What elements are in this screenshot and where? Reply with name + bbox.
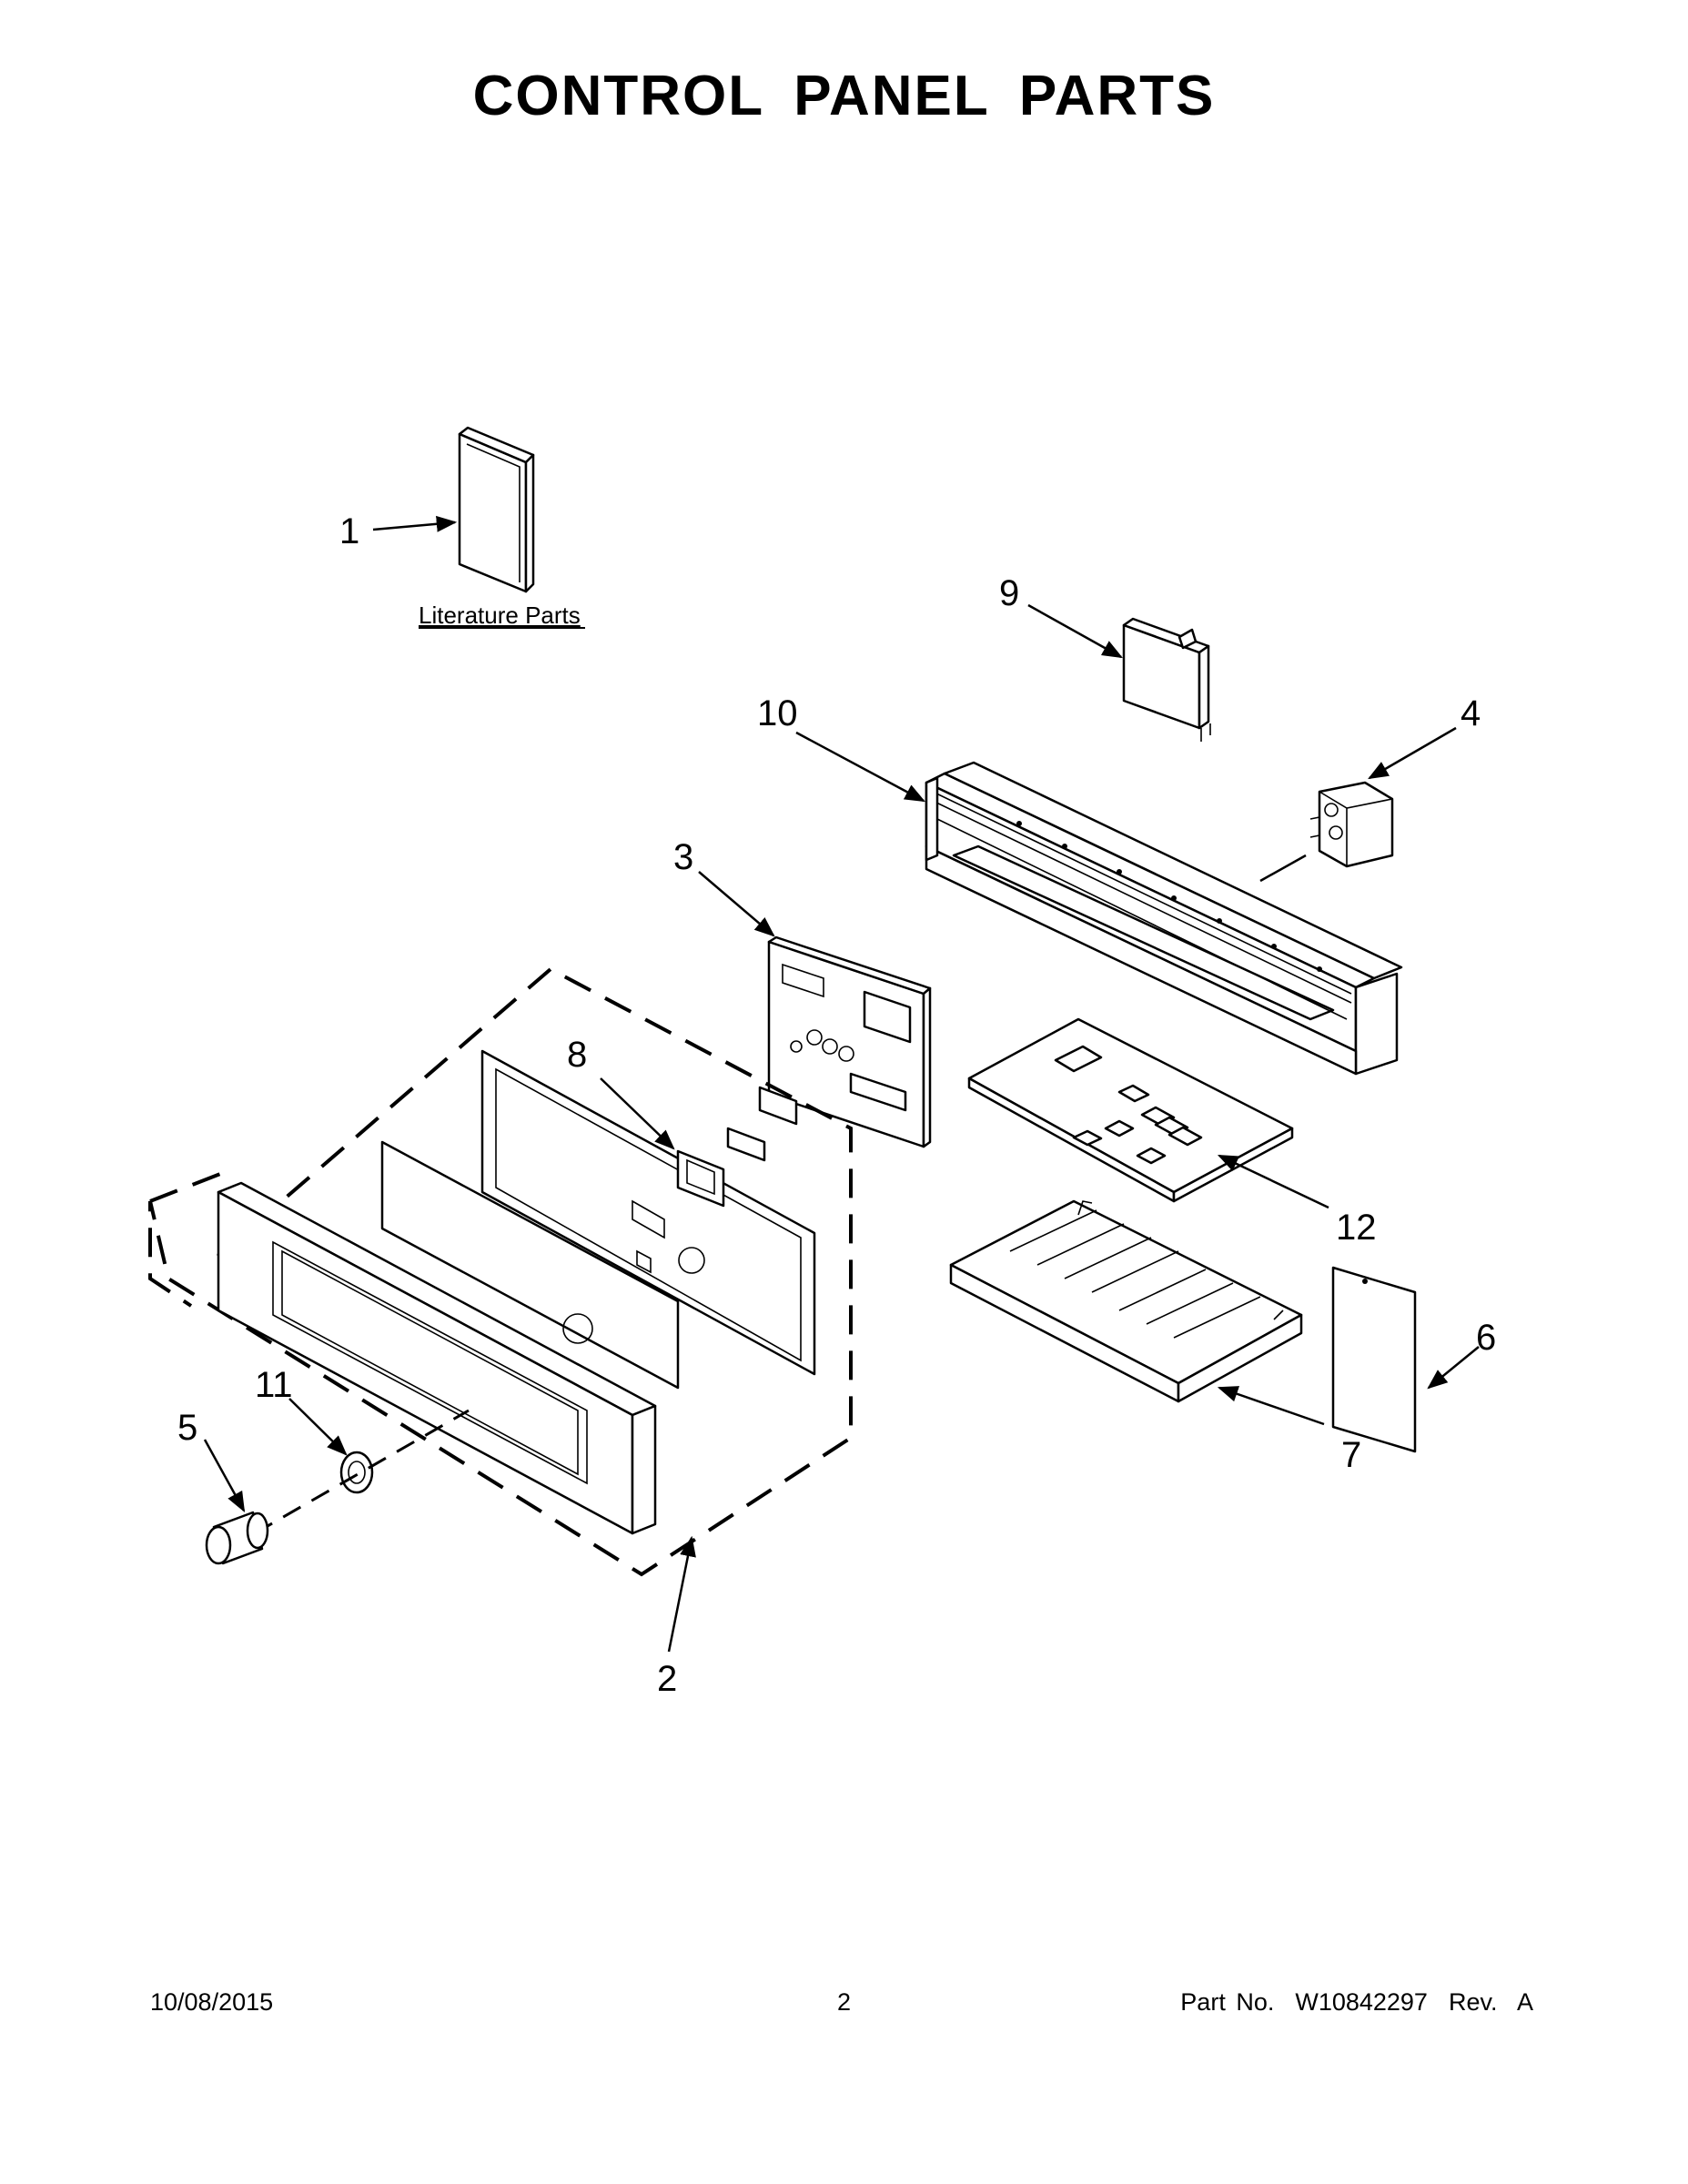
literature-booklet-part xyxy=(458,426,535,593)
page-title: CONTROL PANEL PARTS xyxy=(472,65,1216,127)
literature-parts-label: Literature Parts xyxy=(419,602,581,629)
relay-part xyxy=(1309,781,1394,868)
leader-line-12 xyxy=(1217,1154,1329,1209)
overlay-panel-part xyxy=(380,1140,680,1390)
knob-part xyxy=(205,1511,269,1565)
callout-12: 12 xyxy=(1336,1208,1377,1248)
callout-1: 1 xyxy=(339,511,359,551)
callout-11: 11 xyxy=(255,1365,293,1405)
control-panel-frame-part xyxy=(925,761,1403,1076)
wiring-diagram-sheet-part xyxy=(1331,1266,1417,1453)
leader-line-11 xyxy=(288,1398,348,1456)
leader-line-2 xyxy=(667,1535,696,1653)
leader-line-5 xyxy=(203,1439,246,1512)
electronic-control-board-part xyxy=(967,1017,1294,1203)
footer-date: 10/08/2015 xyxy=(150,1988,274,2016)
control-panel-faceplate-part xyxy=(217,1181,657,1535)
knob-axis-line xyxy=(254,1409,470,1535)
bracket-part xyxy=(676,1086,798,1208)
callout-6: 6 xyxy=(1476,1318,1496,1358)
callout-4: 4 xyxy=(1461,693,1481,733)
leader-line-4 xyxy=(1368,726,1457,780)
callout-7: 7 xyxy=(1341,1435,1361,1475)
callout-5: 5 xyxy=(177,1408,197,1448)
callout-10: 10 xyxy=(757,693,798,733)
mounting-tray-part xyxy=(949,1199,1303,1403)
footer-page-number: 2 xyxy=(836,1988,852,2016)
leader-line-4b xyxy=(1259,854,1307,883)
leader-line-1 xyxy=(372,515,458,532)
leader-line-8 xyxy=(600,1077,675,1150)
leader-line-7 xyxy=(1217,1386,1325,1426)
leader-line-6 xyxy=(1427,1346,1480,1390)
leader-line-10 xyxy=(795,731,925,803)
cover-part xyxy=(1122,617,1211,742)
callout-9: 9 xyxy=(999,573,1019,613)
footer-part-number: Part No. W10842297 Rev. A xyxy=(1180,1988,1533,2016)
leader-line-9 xyxy=(1027,603,1123,659)
knob-bezel-part xyxy=(339,1451,374,1494)
leader-line-3 xyxy=(698,871,775,937)
callout-3: 3 xyxy=(673,837,693,877)
callout-2: 2 xyxy=(657,1659,677,1699)
callout-8: 8 xyxy=(567,1035,587,1075)
user-interface-board-part xyxy=(767,935,932,1148)
